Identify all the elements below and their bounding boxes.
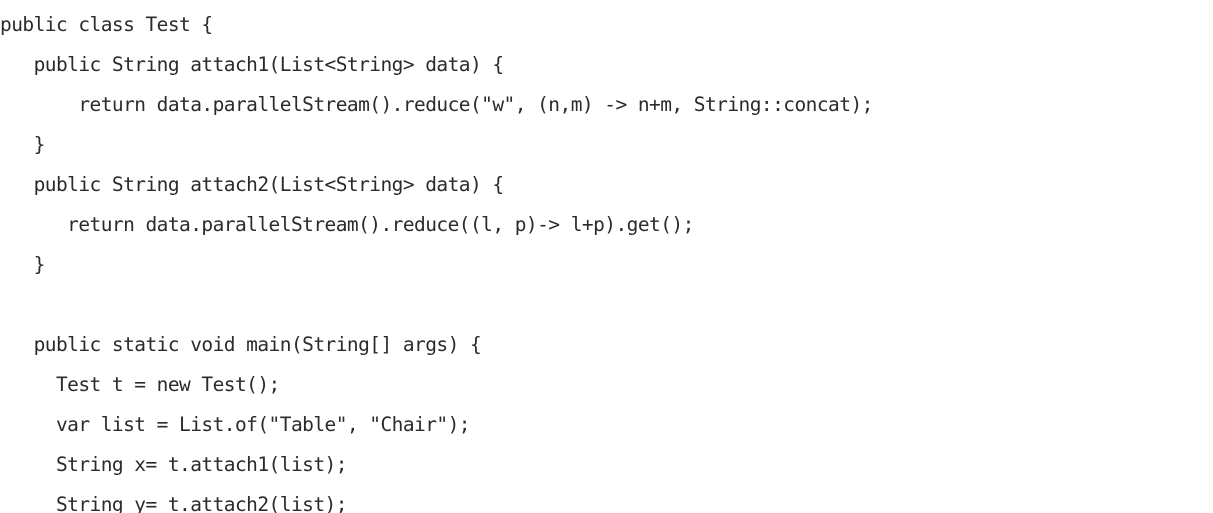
code-line: public static void main(String[] args) {: [0, 333, 482, 356]
code-line: Test t = new Test();: [0, 373, 280, 396]
code-line-blank: [0, 285, 1213, 325]
code-line: public String attach1(List<String> data)…: [0, 53, 505, 76]
code-line: }: [0, 133, 46, 156]
code-line: String y= t.attach2(list);: [0, 493, 348, 513]
code-lines-container: public class Test { public String attach…: [0, 5, 1213, 513]
code-line: return data.parallelStream().reduce((l, …: [0, 213, 694, 236]
code-line: }: [0, 253, 46, 276]
code-line: String x= t.attach1(list);: [0, 453, 348, 476]
code-line: public String attach2(List<String> data)…: [0, 173, 505, 196]
code-line: return data.parallelStream().reduce("w",…: [0, 93, 873, 116]
code-line: public class Test {: [0, 13, 213, 36]
code-line: var list = List.of("Table", "Chair");: [0, 413, 471, 436]
